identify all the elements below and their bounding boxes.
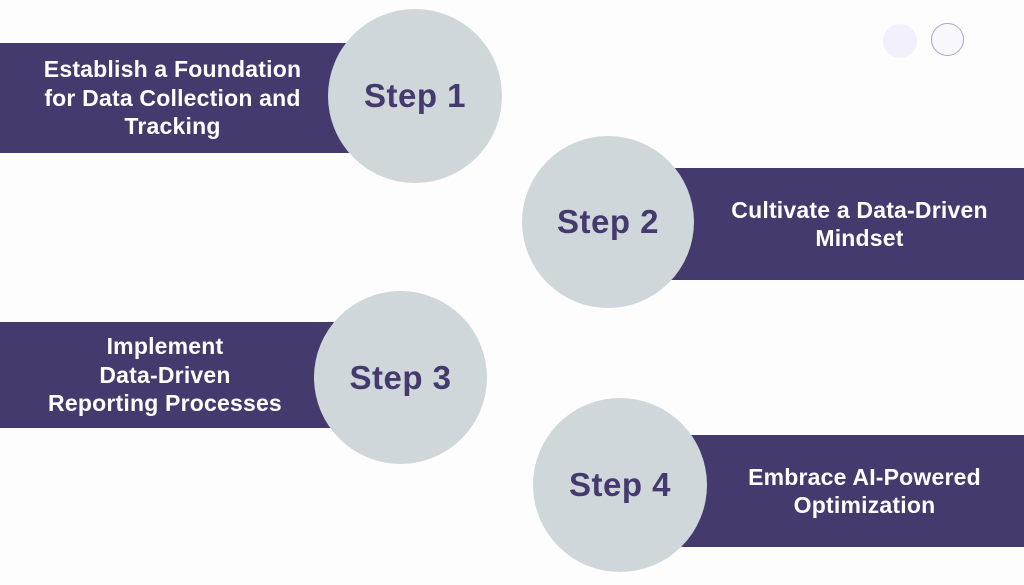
step-3-circle: Step 3: [314, 291, 487, 464]
step-4-label: Step 4: [568, 466, 672, 503]
step-1-label: Step 1: [363, 77, 467, 114]
decorative-dot-outlined: [931, 23, 964, 56]
step-2-title: Cultivate a Data-Driven Mindset: [731, 196, 988, 252]
step-3-title: Implement Data-Driven Reporting Processe…: [48, 333, 282, 417]
step-1-title: Establish a Foundation for Data Collecti…: [43, 56, 302, 140]
step-2-label: Step 2: [556, 203, 660, 240]
step-3-label: Step 3: [349, 358, 452, 396]
decorative-dot-filled: [883, 24, 917, 58]
step-2-circle: Step 2: [522, 136, 694, 308]
step-4-circle: Step 4: [533, 398, 707, 572]
step-4-title: Embrace AI-Powered Optimization: [748, 463, 981, 519]
step-1-circle: Step 1: [328, 9, 502, 183]
